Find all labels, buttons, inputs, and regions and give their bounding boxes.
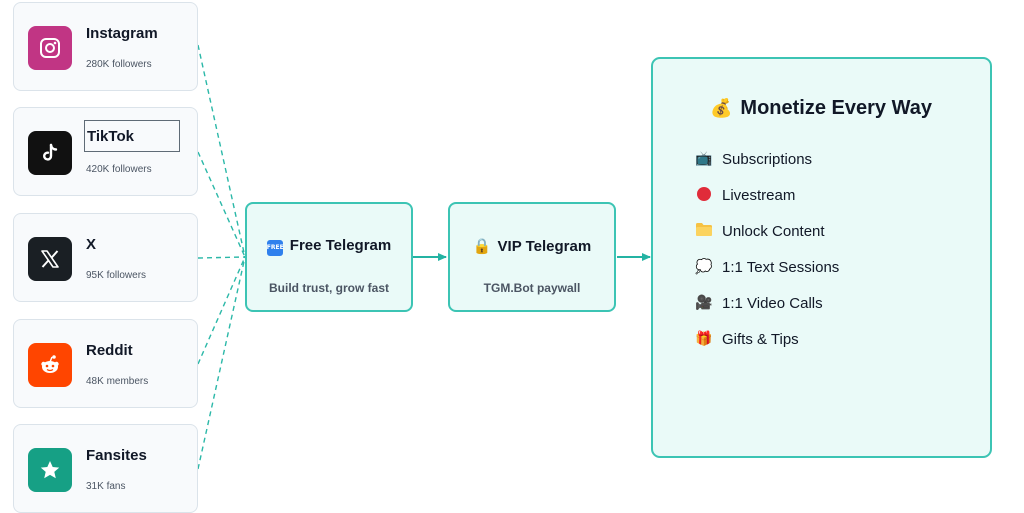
source-followers: 31K fans: [86, 481, 126, 492]
monetize-item-gifts-tips: 🎁 Gifts & Tips: [695, 330, 799, 350]
source-card-tiktok: TikTok 420K followers: [13, 107, 198, 196]
red-circle-icon: [695, 186, 713, 204]
free-telegram-title: Free Telegram: [289, 237, 392, 254]
free-telegram-subtitle: Build trust, grow fast: [269, 281, 389, 295]
monetize-item-livestream: Livestream: [695, 186, 795, 206]
star-icon: [28, 448, 72, 492]
monetize-item-label: Unlock Content: [722, 222, 825, 240]
source-card-reddit: Reddit 48K members: [13, 319, 198, 408]
monetize-item-label: Subscriptions: [722, 150, 813, 168]
source-name: Fansites: [86, 447, 147, 464]
connector-reddit: [197, 256, 246, 365]
source-followers: 48K members: [86, 376, 149, 387]
source-name: Instagram: [86, 25, 158, 42]
source-followers: 280K followers: [86, 59, 152, 70]
video-camera-icon: 🎥: [695, 295, 713, 311]
money-bag-icon: 💰: [710, 98, 733, 119]
connector-x: [197, 256, 246, 259]
source-card-x: X 95K followers: [13, 213, 198, 302]
connector-instagram: [197, 44, 246, 258]
monetize-item-unlock-content: Unlock Content: [695, 222, 825, 242]
source-followers: 95K followers: [86, 270, 147, 281]
monetize-title-row: 💰 Monetize Every Way: [710, 97, 932, 120]
source-followers: 420K followers: [86, 164, 152, 175]
monetize-item-label: Gifts & Tips: [722, 330, 799, 348]
vip-telegram-title-row: 🔒 VIP Telegram: [450, 237, 614, 255]
vip-telegram-box: 🔒 VIP Telegram TGM.Bot paywall: [448, 202, 616, 312]
instagram-icon: [28, 26, 72, 70]
monetize-panel: 💰 Monetize Every Way 📺 Subscriptions Lives…: [651, 57, 992, 458]
speech-bubble-icon: 💭: [695, 259, 713, 275]
free-badge-icon: FREE: [266, 240, 284, 256]
connector-tiktok: [197, 151, 246, 258]
tiktok-icon: [28, 131, 72, 175]
free-telegram-title-row: FREE Free Telegram: [247, 237, 411, 256]
source-card-fansites: Fansites 31K fans: [13, 424, 198, 513]
connector-fansites: [197, 256, 246, 470]
monetize-item-subscriptions: 📺 Subscriptions: [695, 150, 812, 170]
monetize-item-text-sessions: 💭 1:1 Text Sessions: [695, 258, 839, 278]
source-name: X: [86, 236, 97, 253]
monetize-item-video-calls: 🎥 1:1 Video Calls: [695, 294, 823, 314]
vip-telegram-subtitle: TGM.Bot paywall: [483, 281, 581, 295]
vip-telegram-title: VIP Telegram: [497, 238, 592, 255]
source-card-instagram: Instagram 280K followers: [13, 2, 198, 91]
source-name: Reddit: [86, 342, 133, 359]
monetize-item-label: 1:1 Text Sessions: [722, 258, 840, 276]
tv-icon: 📺: [695, 151, 713, 167]
source-name: TikTok: [84, 120, 180, 152]
reddit-icon: [28, 343, 72, 387]
lock-icon: 🔒: [472, 237, 492, 255]
monetize-item-label: Livestream: [722, 186, 796, 204]
folder-icon: [695, 222, 713, 240]
monetize-title: Monetize Every Way: [740, 97, 932, 119]
free-telegram-box: FREE Free Telegram Build trust, grow fast: [245, 202, 413, 312]
monetize-item-label: 1:1 Video Calls: [722, 294, 823, 312]
x-icon: [28, 237, 72, 281]
gift-icon: 🎁: [695, 331, 713, 347]
